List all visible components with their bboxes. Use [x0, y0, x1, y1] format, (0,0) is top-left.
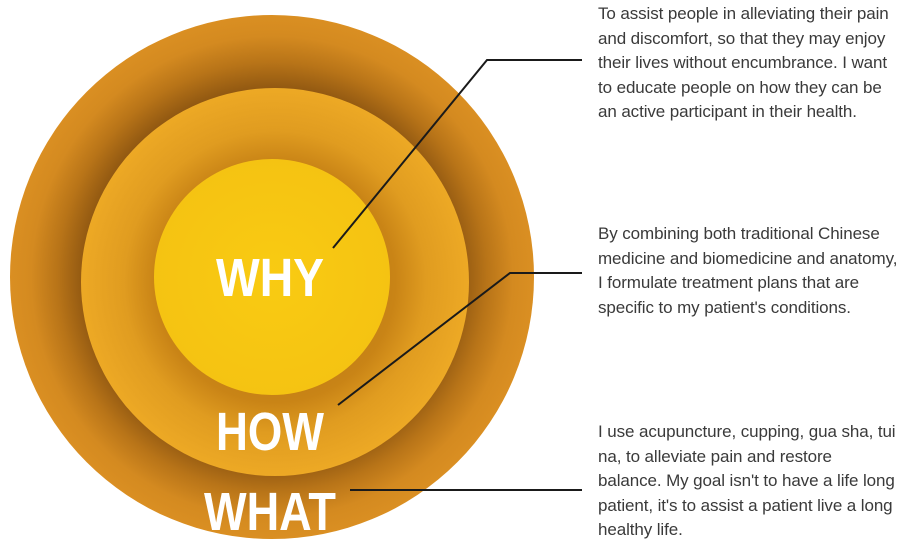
what-label: WHAT: [204, 482, 336, 542]
how-label: HOW: [216, 402, 324, 462]
connector-how: [337, 272, 582, 406]
how-description: By combining both traditional Chinese me…: [598, 224, 898, 317]
why-label: WHY: [216, 248, 324, 308]
what-description: I use acupuncture, cupping, gua sha, tui…: [598, 422, 896, 539]
why-description: To assist people in alleviating their pa…: [598, 4, 889, 121]
connector-why: [332, 59, 582, 249]
inner-circle-why: [154, 159, 390, 395]
